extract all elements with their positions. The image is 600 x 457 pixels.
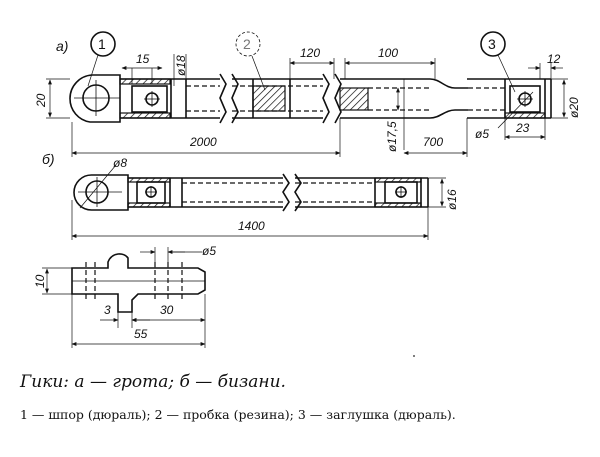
view-a-label: а) [56,38,68,54]
dimension-100: 100 [378,46,398,60]
view-shaft-detail: ø5 10 3 30 55 [33,244,216,348]
dimension-23: 23 [515,121,530,135]
callout-3-number: 3 [488,36,496,52]
taper-bottom [429,109,468,119]
dimension-10: 10 [33,274,47,288]
dimension-diameter-5: ø5 [475,127,489,141]
break-mark [282,173,290,212]
view-a: а) [34,31,581,157]
dimension-diameter-8: ø8 [113,156,127,170]
dimension-700: 700 [423,135,443,149]
dimension-12: 12 [547,52,561,66]
heel-pin [71,253,206,313]
dimension-diameter-17-5: ø17,5 [385,121,399,152]
dimension-1400: 1400 [238,219,265,233]
dimension-120: 120 [300,46,320,60]
speck [413,355,415,357]
break-mark [219,73,227,124]
technical-drawing: а) [33,31,581,357]
view-b: б) ø8 [42,151,459,240]
dimension-diameter-20: ø20 [567,97,581,118]
end-plug-b [384,181,418,204]
callout-1 [90,31,116,57]
dimension-55: 55 [134,327,148,341]
callout-1-number: 1 [98,36,106,52]
callout-2 [235,31,261,57]
dimension-diameter-18: ø18 [174,55,188,76]
view-b-label: б) [42,151,55,167]
dimension-3: 3 [104,303,111,317]
break-mark [334,73,342,124]
break-mark [294,173,302,212]
dimension-diameter-5-pin: ø5 [202,244,216,258]
dimension-20: 20 [34,93,48,108]
break-mark [231,73,239,124]
break-mark [322,73,330,124]
figure-legend: 1 — шпор (дюраль); 2 — пробка (резина); … [20,407,456,422]
callout-2-number: 2 [243,36,251,52]
figure-caption: Гики: а — грота; б — бизани. [20,372,286,392]
dimension-30: 30 [160,303,174,317]
dimension-15: 15 [136,52,150,66]
taper-top [429,78,468,89]
heel-fitting-b [73,174,129,211]
fitting-insert-b [136,181,166,204]
dimension-2000: 2000 [189,135,217,149]
heel-fitting-a [69,74,121,123]
fitting-insert-a [131,85,168,113]
dimension-diameter-16: ø16 [445,189,459,210]
rubber-plug [252,85,286,112]
callout-3 [480,31,506,57]
end-plug-insert [509,85,541,113]
